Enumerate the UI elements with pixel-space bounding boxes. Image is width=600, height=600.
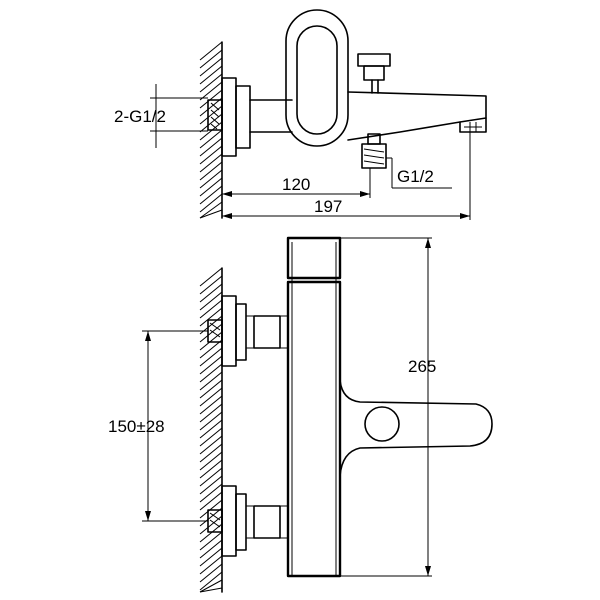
hatch-line (199, 587, 223, 593)
hatch-line (199, 523, 223, 543)
hatch-line (199, 275, 223, 295)
hatch-line (199, 571, 223, 591)
front-view-lever (339, 379, 493, 477)
side-view-connector-pipe (249, 99, 293, 133)
hatch-line (199, 491, 223, 511)
side-view-inlet-callout: 2-G1/2 (114, 84, 208, 148)
hatch-line (199, 475, 223, 495)
hatch-line (199, 419, 223, 439)
hatch-line (199, 531, 223, 551)
hatch-line (199, 201, 223, 219)
outlet-thread-label: G1/2 (397, 167, 434, 186)
hatch-line (199, 507, 223, 527)
hatch-line (199, 209, 223, 219)
front-view-upper-flange (207, 295, 288, 367)
hatch-line (199, 65, 223, 85)
hatch-line (199, 427, 223, 447)
dimension-150: 150±28 (108, 330, 208, 522)
hatch-line (199, 81, 223, 101)
hatch-line (199, 467, 223, 487)
hatch-line (199, 379, 223, 399)
side-view-inlet-nipple (207, 99, 223, 131)
front-view-wall (199, 267, 223, 593)
hatch-line (199, 97, 223, 117)
side-view-spout (347, 91, 487, 141)
hatch-line (199, 137, 223, 157)
dimension-197: 197 (222, 122, 471, 220)
hatch-line (199, 267, 223, 287)
side-view-diverter-knob (357, 53, 391, 94)
hatch-line (199, 121, 223, 141)
hatch-line (199, 185, 223, 205)
side-view-outlet (361, 133, 387, 169)
hatch-line (199, 145, 223, 165)
hatch-line (199, 443, 223, 463)
front-view-lower-flange (207, 485, 288, 557)
hatch-line (199, 177, 223, 197)
hatch-line (199, 161, 223, 181)
hatch-line (199, 555, 223, 575)
hatch-line (199, 547, 223, 567)
hatch-line (199, 483, 223, 503)
hatch-line (199, 451, 223, 471)
wall-hatching (199, 41, 223, 219)
hatch-line (199, 49, 223, 69)
hatch-line (199, 331, 223, 351)
hatch-line (199, 411, 223, 431)
hatch-line (199, 339, 223, 359)
hatch-line (199, 563, 223, 583)
hatch-line (199, 299, 223, 319)
hatch-line (199, 459, 223, 479)
hatch-line (199, 57, 223, 77)
hatch-line (199, 153, 223, 173)
hatch-line (199, 355, 223, 375)
hatch-line (199, 579, 223, 593)
hatch-line (199, 323, 223, 343)
hatch-line (199, 387, 223, 407)
total-depth-label: 197 (314, 197, 342, 216)
hatch-line (199, 89, 223, 109)
hatch-line (199, 73, 223, 93)
hatch-line (199, 193, 223, 213)
wall-hatching (199, 267, 223, 593)
hatch-line (199, 291, 223, 311)
hatch-line (199, 499, 223, 519)
hatch-line (199, 539, 223, 559)
side-view-wall (199, 41, 223, 219)
front-view-body (286, 236, 342, 578)
dimension-120: 120 (222, 168, 371, 198)
side-view-lever (285, 9, 349, 147)
hatch-line (199, 435, 223, 455)
dimension-265: 265 (340, 237, 436, 577)
front-view: 265 150±28 (108, 236, 493, 593)
hatch-line (199, 403, 223, 423)
hatch-line (199, 347, 223, 367)
hatch-line (199, 363, 223, 383)
spout-projection-label: 120 (282, 175, 310, 194)
side-view: 2-G1/2 G1/2 120 197 (114, 9, 487, 220)
side-view-outlet-callout: G1/2 (386, 157, 452, 189)
hatch-line (199, 307, 223, 327)
hatch-line (199, 371, 223, 391)
height-label: 265 (408, 357, 436, 376)
inlet-spacing-label: 150±28 (108, 417, 165, 436)
hatch-line (199, 41, 223, 61)
side-view-flange (221, 77, 251, 157)
hatch-line (199, 283, 223, 303)
hatch-line (199, 169, 223, 189)
inlet-thread-label: 2-G1/2 (114, 107, 166, 126)
hatch-line (199, 395, 223, 415)
hatch-line (199, 129, 223, 149)
hatch-line (199, 105, 223, 125)
